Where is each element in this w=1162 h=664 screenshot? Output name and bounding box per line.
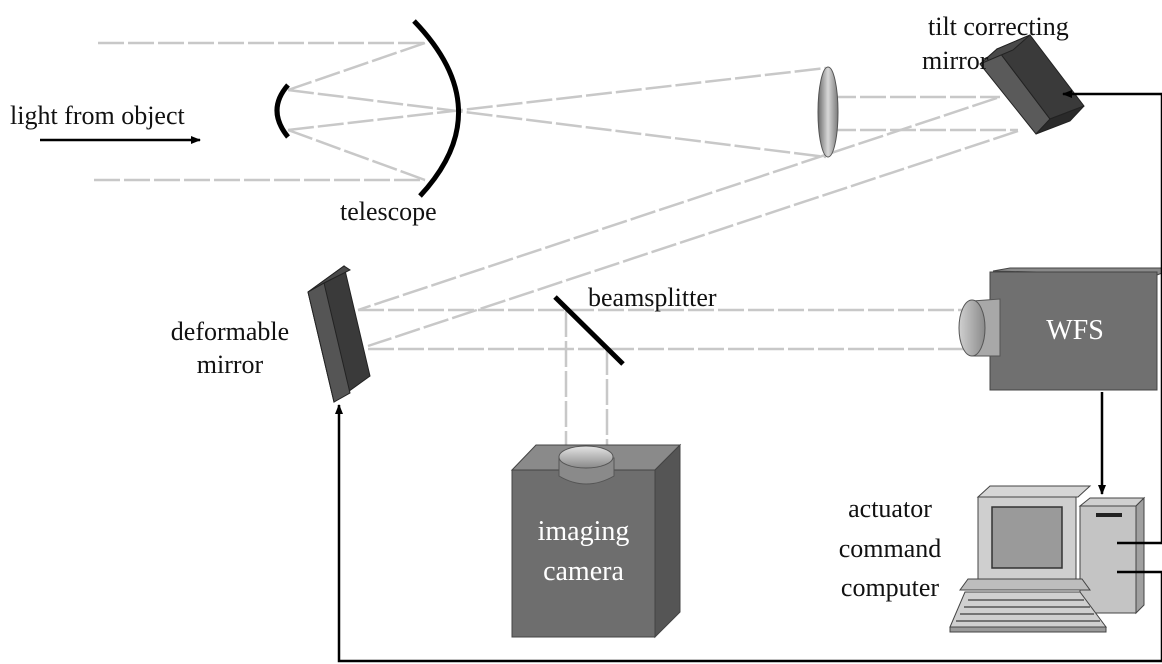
beamsplitter-label: beamsplitter [588, 283, 717, 312]
tilt-to-dm-top [357, 96, 998, 312]
deformable-mirror-icon [307, 265, 371, 403]
tilt-mirror-label-line2: mirror [922, 46, 989, 75]
light-beams [94, 41, 1019, 450]
collimating-lens-icon [817, 66, 839, 158]
tilt-to-dm-bottom [367, 129, 1019, 348]
primary-mirror-icon [412, 19, 462, 198]
tilt-mirror-icon [979, 34, 1085, 135]
wfs-label: WFS [1046, 315, 1104, 346]
imaging-camera-label-line1: imaging [537, 516, 630, 547]
telescope-label: telescope [340, 197, 437, 226]
computer-label-line2: command [838, 534, 942, 563]
secondary-to-lens-bottom [287, 66, 827, 132]
telescope [274, 19, 462, 198]
imaging-camera-label-line2: camera [543, 556, 624, 587]
computer-to-dm-arrow [335, 404, 1162, 663]
computer-label-line3: computer [840, 573, 940, 602]
computer-icon [949, 485, 1146, 633]
light-from-object-label: light from object [10, 101, 185, 130]
wfs-device-icon [958, 267, 1162, 391]
deformable-mirror-label-line1: deformable [170, 317, 290, 346]
feedback-lines [335, 90, 1162, 663]
computer-label-line1: actuator [848, 494, 932, 523]
primary-to-secondary-top [287, 41, 426, 92]
secondary-mirror-icon [274, 83, 290, 139]
imaging-camera-icon [510, 443, 682, 639]
beamsplitter-icon [553, 295, 625, 366]
secondary-to-lens-top [287, 88, 827, 159]
deformable-mirror-label-line2: mirror [196, 350, 264, 379]
primary-to-secondary-bottom [287, 128, 426, 182]
tilt-mirror-label-line1: tilt correcting [928, 12, 1069, 41]
computer-to-tilt-arrow [1062, 90, 1162, 545]
